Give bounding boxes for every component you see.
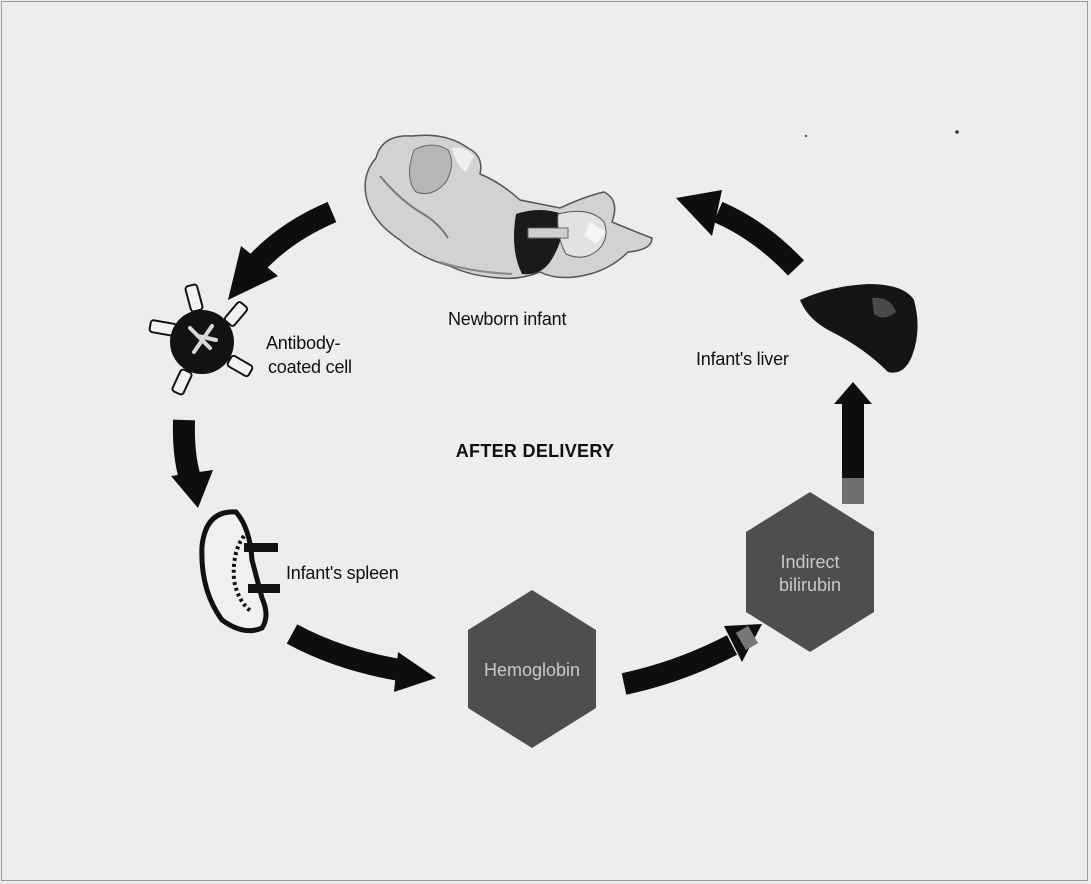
infant-liver-label: Infant's liver: [696, 349, 789, 369]
speck-mark: [955, 130, 959, 134]
indirect-bilirubin-hexagon: [746, 492, 874, 652]
arrow-spleen-to-hemoglobin: [286, 624, 436, 692]
antibody-label-line1: Antibody-: [266, 333, 341, 353]
infant-liver-illustration: [800, 284, 918, 373]
infant-spleen-label: Infant's spleen: [286, 563, 399, 583]
bilirubin-label-line1: Indirect: [780, 552, 840, 572]
newborn-infant-illustration: [364, 134, 653, 280]
arrow-bilirubin-to-liver: [834, 382, 872, 504]
bilirubin-label-line2: bilirubin: [778, 575, 842, 595]
infant-spleen-illustration: [199, 509, 280, 634]
antibody-coated-cell-illustration: [148, 283, 254, 396]
newborn-infant-label: Newborn infant: [448, 309, 567, 329]
speck-mark: [804, 134, 808, 138]
arrow-liver-to-newborn: [676, 190, 804, 276]
hemoglobin-hexagon: [468, 590, 596, 748]
hemoglobin-label: Hemoglobin: [483, 660, 581, 680]
arrow-newborn-to-antibody: [228, 201, 337, 300]
arrow-antibody-to-spleen: [171, 419, 213, 508]
antibody-label-line2: coated cell: [268, 357, 352, 377]
after-delivery-title: AFTER DELIVERY: [455, 441, 615, 461]
arrow-hemoglobin-to-bilirubin: [621, 624, 762, 695]
